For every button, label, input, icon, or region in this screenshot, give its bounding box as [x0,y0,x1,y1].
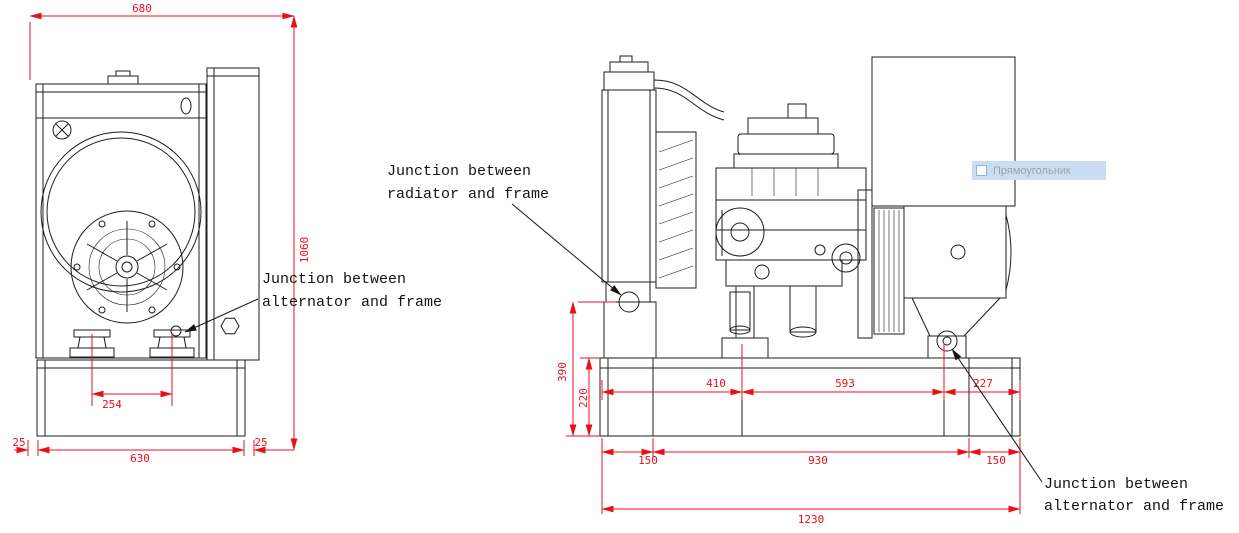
annotations: Junction between radiator and frame Junc… [184,163,1224,515]
dim-skid-row: 150 930 150 [601,438,1021,467]
annotation-alternator-side-line1: Junction between [1044,476,1188,493]
dim-label-left-end-span: 150 [638,454,658,467]
side-view [599,55,1021,437]
dim-mount-row: 410 593 227 [601,344,1021,400]
dim-frame-height: 220 [577,357,600,437]
dim-foot-spacing: 254 [91,334,173,411]
fan-shroud-side [655,131,697,289]
side-panel-front [206,67,260,361]
dim-label-junction-height: 390 [556,362,569,382]
annotation-alternator-front-line2: alternator and frame [262,294,442,311]
leader-alternator-frame-front [184,298,259,333]
front-view-dimensions: 680 1060 254 25 630 25 [12,2,311,465]
junction-marker-radiator [618,291,640,313]
dim-label-right-end-span: 150 [986,454,1006,467]
dim-label-radiator-to-engine: 410 [706,377,726,390]
tooltip-label: Прямоугольник [993,164,1071,177]
annotation-alternator-frame-side: Junction between alternator and frame [951,348,1224,515]
dim-label-engine-to-alternator: 593 [835,377,855,390]
base-frame-front [36,359,246,437]
engine-side [715,103,873,359]
annotation-radiator-frame: Junction between radiator and frame [387,163,622,296]
dim-overall-width: 680 [29,2,295,80]
dim-overall-height: 1060 [290,15,311,451]
dim-overall-length: 1230 [601,458,1021,526]
radiator-side [601,55,725,359]
junction-marker-front [170,325,182,337]
front-view [35,67,260,437]
alternator-side [871,56,1016,359]
selection-tooltip: Прямоугольник [972,161,1106,180]
rectangle-tool-icon [976,165,987,176]
dim-junction-height: 390 [556,301,616,437]
annotation-radiator-line1: Junction between [387,163,531,180]
dim-label-center-span: 930 [808,454,828,467]
annotation-alternator-front-line1: Junction between [262,271,406,288]
dim-label-overall-width: 680 [132,2,152,15]
base-frame-side [599,357,1021,437]
dim-label-alternator-to-end: 227 [973,377,993,390]
dim-label-foot-spacing: 254 [102,398,122,411]
leader-radiator-frame [511,203,622,296]
leader-alternator-frame-side [951,348,1043,483]
alternator-fan-guard [70,210,184,324]
dim-label-overall-length: 1230 [798,513,825,526]
annotation-radiator-line2: radiator and frame [387,186,549,203]
dim-label-right-offset: 25 [254,436,267,449]
dim-label-left-offset: 25 [12,436,25,449]
dim-frame-width-row: 25 630 25 [12,436,294,465]
junction-marker-alternator [936,330,958,352]
dim-label-frame-height: 220 [577,388,590,408]
annotation-alternator-side-line2: alternator and frame [1044,498,1224,515]
annotation-alternator-frame-front: Junction between alternator and frame [184,271,442,333]
radiator-front [35,70,207,359]
dim-label-frame-width: 630 [130,452,150,465]
mounting-feet-front [69,325,195,358]
dim-label-overall-height: 1060 [298,237,311,264]
